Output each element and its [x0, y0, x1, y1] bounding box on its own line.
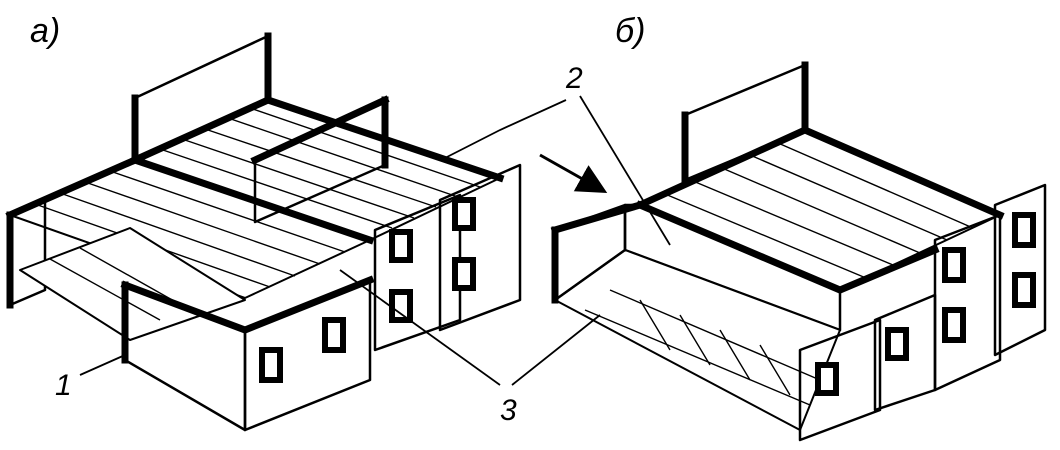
callout-1: 1 — [55, 369, 72, 402]
window-icon — [885, 327, 909, 361]
panel-a-drawing — [5, 32, 522, 432]
panel-b-front-wall — [798, 293, 937, 442]
leader-lines — [79, 95, 671, 386]
window-icon — [452, 257, 476, 291]
window-icon — [322, 317, 346, 353]
window-icon — [389, 289, 413, 323]
window-icon — [1012, 272, 1036, 308]
window-icon — [452, 197, 476, 231]
panel-a-frame-edges — [5, 32, 505, 364]
panel-a-right-wall — [373, 163, 522, 352]
panel-b-right-wall — [933, 183, 1047, 392]
transition-arrow — [539, 153, 608, 193]
callout-3: 3 — [500, 394, 517, 427]
panel-b-drawing — [550, 61, 1047, 442]
window-icon — [942, 247, 966, 283]
panel-b-label: б) — [615, 12, 645, 50]
window-icon — [389, 229, 413, 263]
window-icon — [815, 362, 839, 396]
callout-2: 2 — [565, 62, 583, 95]
panel-b-lower-deck — [554, 249, 841, 431]
window-icon — [259, 347, 283, 383]
window-icon — [1012, 212, 1036, 248]
panel-b-frame-edges — [550, 61, 1005, 304]
panel-a-label: а) — [30, 12, 60, 50]
window-icon — [942, 307, 966, 343]
